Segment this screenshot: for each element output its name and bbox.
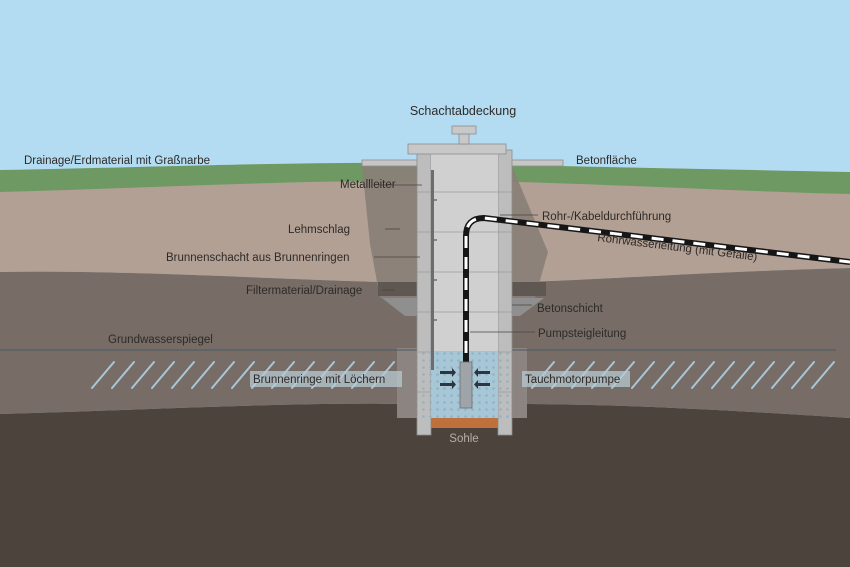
cover-handle [451, 125, 477, 135]
well-floor-gravel [431, 418, 498, 428]
concrete-layer-label: Betonschicht [537, 303, 604, 315]
riser-pipe [463, 214, 850, 395]
submersible-pump-label-box [522, 371, 630, 387]
drainage-soil-label: Drainage/Erdmaterial mit Graßnarbe [24, 155, 210, 167]
riser-pipe-label: Pumpsteigleitung [538, 328, 626, 340]
well-floor-label: Sohle [449, 433, 478, 445]
metal-ladder-label: Metallleiter [340, 179, 396, 191]
concrete-collar-left [361, 159, 421, 167]
perforated-rings-label-box [250, 371, 402, 387]
concrete-surface-label: Betonfläche [576, 155, 637, 167]
perforated-rings-label: Brunnenringe mit Löchern [253, 374, 385, 386]
flow-arrows [440, 368, 490, 389]
leader-lines [374, 184, 538, 333]
cover-handle-stem [458, 133, 470, 145]
groundwater-level-label: Grundwasserspiegel [108, 334, 213, 346]
metal-ladder [431, 170, 437, 370]
clay-seal-label: Lehmschlag [288, 224, 350, 236]
concrete-collar-right [504, 159, 564, 167]
well-shaft-label: Brunnenschacht aus Brunnenringen [166, 252, 350, 264]
perforated-wall-left [417, 352, 431, 418]
filter-material-label: Filtermaterial/Drainage [246, 285, 362, 297]
manhole-cover [407, 143, 507, 155]
perforated-wall-right [498, 352, 512, 418]
submersible-pump [459, 361, 473, 409]
bedrock-layer [0, 403, 850, 567]
conduit-label: Rohr-/Kabeldurchführung [542, 211, 671, 223]
submersible-pump-label: Tauchmotorpumpe [525, 374, 620, 386]
manhole-cover-label: Schachtabdeckung [410, 104, 516, 118]
